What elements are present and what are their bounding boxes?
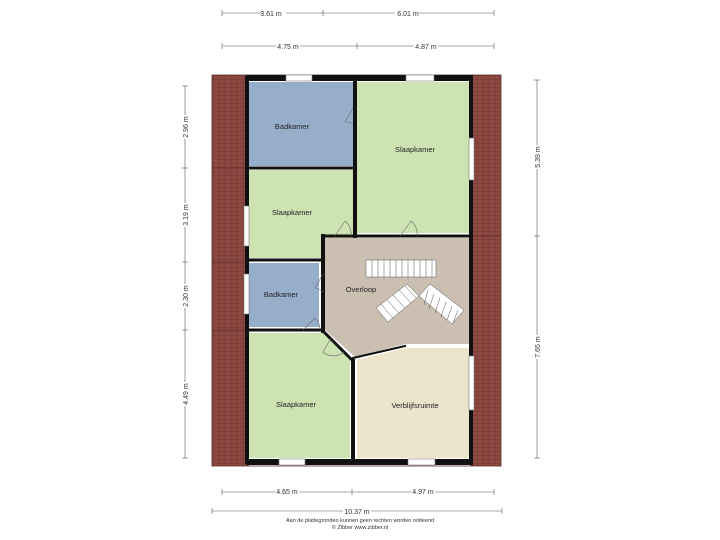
- dim-left-2: 3.19 m: [183, 204, 190, 226]
- dim-top-2b: 4.87 m: [415, 44, 437, 51]
- staircase: [365, 259, 465, 325]
- dim-left-3: 2.30 m: [183, 285, 190, 307]
- dim-right-2: 7.65 m: [535, 336, 542, 358]
- room-badkamer-top: [249, 82, 353, 166]
- room-slaapkamer-bottom-left: [249, 333, 350, 458]
- dimension-lines-right: [534, 79, 540, 459]
- footer-credit: © Zibber www.zibber.nl: [331, 525, 389, 531]
- roof-slopes: [211, 74, 502, 467]
- dim-total-width: 10.37 m: [344, 509, 369, 516]
- label-verblijfsruimte: Verblijfsruimte: [391, 401, 438, 410]
- label-overloop: Overloop: [346, 285, 376, 294]
- label-slaapkamer-bottom-left: Slaapkamer: [276, 400, 317, 409]
- dim-right-1: 5.39 m: [535, 146, 542, 168]
- dim-left-1: 2.96 m: [183, 116, 190, 138]
- label-slaapkamer-top-right: Slaapkamer: [395, 145, 436, 154]
- dim-top-2a: 4.75 m: [277, 44, 299, 51]
- dim-top-1a: 3.61 m: [260, 11, 282, 18]
- room-slaapkamer-top-right: [357, 82, 469, 233]
- windows: [243, 74, 475, 466]
- dim-left-4: 4.49 m: [183, 383, 190, 405]
- room-verblijfsruimte: [357, 348, 469, 458]
- doors: [302, 107, 418, 357]
- label-slaapkamer-middle-left: Slaapkamer: [272, 208, 313, 217]
- dim-bottom-b: 4.97 m: [412, 489, 434, 496]
- dim-bottom-a: 4.65 m: [276, 489, 298, 496]
- room-badkamer-middle: [249, 263, 319, 327]
- footer-disclaimer: Aan de plattegronden kunnen geen rechten…: [285, 518, 434, 524]
- label-badkamer-top: Badkamer: [275, 122, 310, 131]
- label-badkamer-middle: Badkamer: [264, 290, 299, 299]
- dim-top-1b: 6.01 m: [397, 11, 419, 18]
